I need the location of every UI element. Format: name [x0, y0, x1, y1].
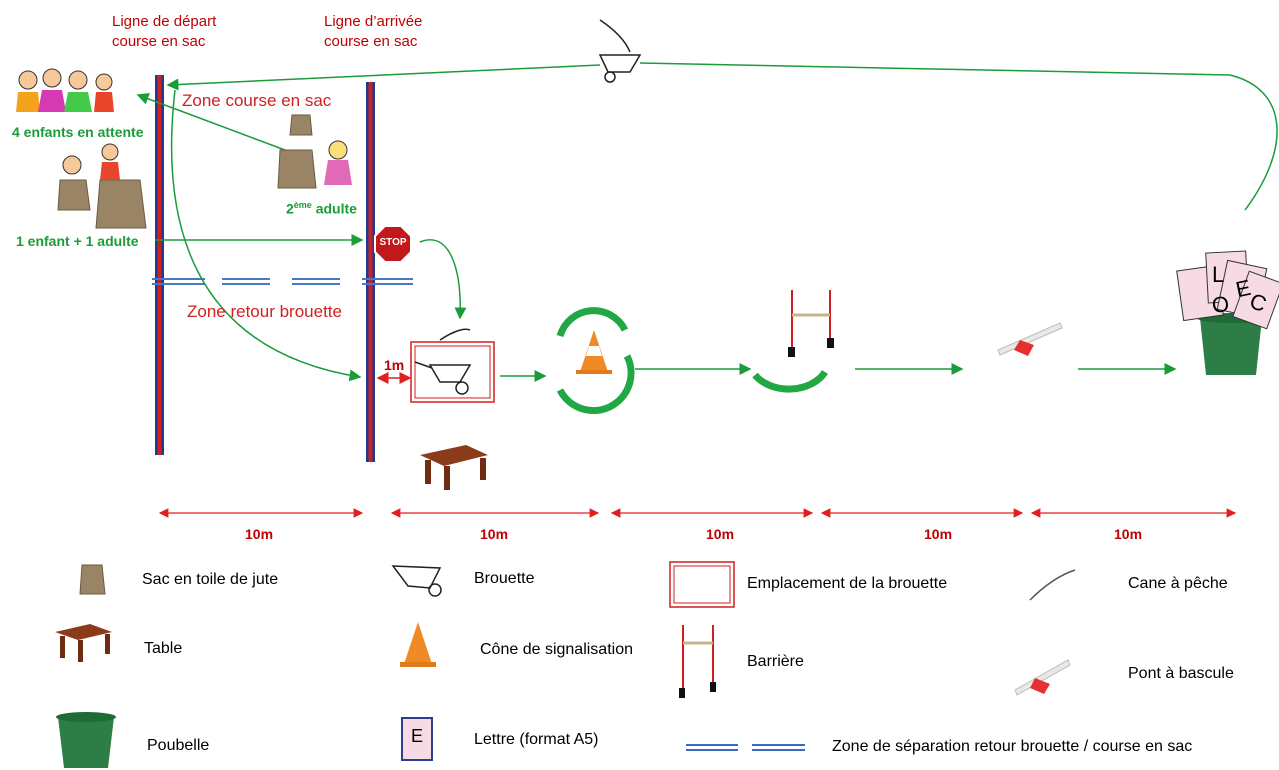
legend-bin: Poubelle: [147, 737, 210, 754]
legend-table: Table: [144, 640, 183, 657]
sack-icons: [57, 114, 317, 595]
wheelbarrow-spot: [410, 341, 495, 403]
wheelbarrow-icons: [391, 19, 642, 597]
table-icons: [55, 445, 488, 662]
children-waiting-label: 4 enfants en attente: [12, 124, 144, 140]
stop-sign: [374, 225, 412, 263]
legend-barrier: Barrière: [747, 653, 804, 670]
children-waiting-figures: [16, 68, 114, 112]
start-line-header-line1: Ligne de départ: [112, 13, 217, 30]
legend-letter: Lettre (format A5): [474, 731, 599, 748]
distance-label: 10m: [924, 526, 953, 542]
finish-line-header: Ligne d’arrivée course en sac: [324, 12, 422, 52]
return-arrow-to-start: [166, 64, 601, 91]
stop-to-wheelbarrow-arrow: [419, 239, 467, 320]
child-adult-figures: [62, 140, 352, 185]
bin-with-letters: [1176, 250, 1279, 375]
sack-race-zone-label: Zone course en sac: [182, 91, 332, 110]
distance-label: 10m: [245, 526, 274, 542]
second-adult-label: 2ème adulte: [286, 200, 357, 217]
return-arrow-top: [639, 62, 1278, 211]
start-line-header: Ligne de départ course en sac: [112, 12, 216, 52]
distance-label: 10m: [1114, 526, 1143, 542]
cone-station: [556, 307, 635, 415]
legend-seesaw-bridge: Pont à bascule: [1128, 665, 1234, 682]
second-adult-number: 2: [286, 200, 294, 217]
distance-label: 10m: [706, 526, 735, 542]
second-adult-superscript: ème: [293, 200, 312, 210]
stop-sign-text: STOP: [379, 237, 407, 248]
child-adult-label: 1 enfant + 1 adulte: [16, 233, 139, 249]
distance-label: 10m: [480, 526, 509, 542]
wheelbarrow-return-zone-label: Zone retour brouette: [187, 302, 342, 321]
barrier-station: [752, 290, 834, 393]
legend-fishing-rod: Cane à pêche: [1128, 575, 1228, 592]
adult-to-children-arrow: [136, 93, 286, 151]
legend-wheelbarrow: Brouette: [474, 570, 535, 587]
second-adult-text: adulte: [315, 200, 357, 217]
one-meter-label: 1m: [384, 357, 405, 373]
legend-separation: Zone de séparation retour brouette / cou…: [832, 738, 1193, 755]
finish-line-pole: [366, 82, 375, 462]
seesaw-bridge: [997, 322, 1063, 356]
return-zone-arrow: [170, 89, 362, 382]
legend-letter-icon: E: [410, 726, 423, 746]
finish-line-header-line1: Ligne d’arrivée: [324, 13, 423, 30]
start-line-header-line2: course en sac: [112, 33, 206, 50]
start-line-pole: [155, 75, 164, 455]
legend-cone: Cône de signalisation: [480, 641, 633, 658]
separation-lines: [152, 278, 413, 285]
board-letter: L: [1212, 262, 1225, 287]
finish-line-header-line2: course en sac: [324, 33, 418, 50]
legend-sack: Sac en toile de jute: [142, 571, 279, 588]
legend-wheelbarrow-spot: Emplacement de la brouette: [747, 575, 948, 592]
legend-icons: [56, 561, 1076, 768]
